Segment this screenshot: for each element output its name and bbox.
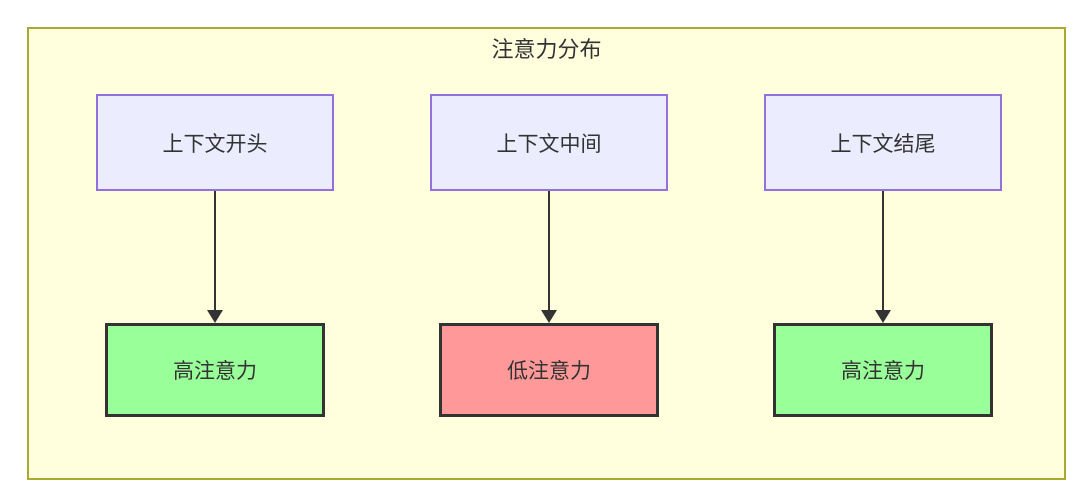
node-label-context-end: 上下文结尾 bbox=[830, 132, 936, 156]
node-label-high-attention-left: 高注意力 bbox=[173, 360, 257, 383]
node-context-start: 上下文开头 bbox=[96, 94, 334, 191]
arrow-line bbox=[548, 191, 550, 310]
flow-column-context-start: 上下文开头 高注意力 bbox=[95, 94, 335, 417]
arrow-line bbox=[214, 191, 216, 310]
arrow-context-end-to-result bbox=[875, 191, 891, 323]
node-high-attention-left: 高注意力 bbox=[105, 323, 325, 417]
flow-column-context-middle: 上下文中间 低注意力 bbox=[429, 94, 669, 417]
node-low-attention-middle: 低注意力 bbox=[439, 323, 659, 417]
arrow-context-middle-to-result bbox=[541, 191, 557, 323]
node-high-attention-right: 高注意力 bbox=[773, 323, 993, 417]
node-label-context-start: 上下文开头 bbox=[162, 132, 268, 156]
node-context-middle: 上下文中间 bbox=[430, 94, 668, 191]
arrow-context-start-to-result bbox=[207, 191, 223, 323]
diagram-title: 注意力分布 bbox=[491, 37, 602, 62]
arrow-line bbox=[882, 191, 884, 310]
arrow-head-icon bbox=[207, 310, 223, 323]
node-context-end: 上下文结尾 bbox=[764, 94, 1002, 191]
attention-distribution-frame: 注意力分布 上下文开头 高注意力 上下文中间 低注意力 bbox=[27, 27, 1066, 480]
node-label-low-attention-middle: 低注意力 bbox=[507, 360, 591, 383]
node-label-context-middle: 上下文中间 bbox=[496, 132, 602, 156]
arrow-head-icon bbox=[541, 310, 557, 323]
arrow-head-icon bbox=[875, 310, 891, 323]
node-label-high-attention-right: 高注意力 bbox=[841, 360, 925, 383]
flow-column-context-end: 上下文结尾 高注意力 bbox=[763, 94, 1003, 417]
